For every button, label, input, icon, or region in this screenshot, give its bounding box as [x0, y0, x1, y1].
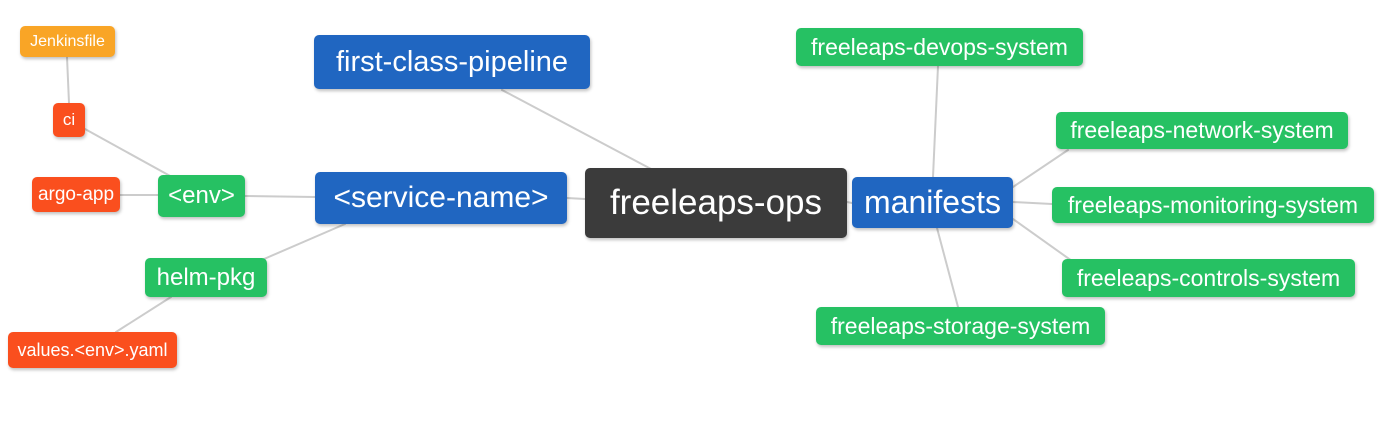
edge-ci-env	[84, 128, 173, 178]
node-jenkinsfile[interactable]: Jenkinsfile	[20, 26, 115, 57]
node-env[interactable]: <env>	[158, 175, 245, 217]
node-freeleaps-ops[interactable]: freeleaps-ops	[585, 168, 847, 238]
edge-jenkinsfile-ci	[66, 56, 70, 104]
node-first-class-pipeline[interactable]: first-class-pipeline	[314, 35, 590, 89]
edge-manifests-storage	[936, 227, 959, 308]
node-helm-pkg[interactable]: helm-pkg	[145, 258, 267, 297]
node-values-env-yaml[interactable]: values.<env>.yaml	[8, 332, 177, 368]
edge-pipeline-freeleaps-ops	[501, 89, 654, 171]
node-freeleaps-devops-system[interactable]: freeleaps-devops-system	[796, 28, 1083, 66]
edge-manifests-devops	[932, 65, 939, 178]
edge-service-name-freeleaps-ops	[566, 197, 586, 200]
edge-manifests-monitoring	[1012, 201, 1053, 205]
edge-env-service-name	[244, 195, 316, 198]
edge-helm-pkg-values	[115, 296, 172, 333]
node-freeleaps-network-system[interactable]: freeleaps-network-system	[1056, 112, 1348, 149]
node-freeleaps-controls-system[interactable]: freeleaps-controls-system	[1062, 259, 1355, 297]
node-argo-app[interactable]: argo-app	[32, 177, 120, 212]
edge-service-name-helm-pkg	[263, 223, 346, 260]
node-service-name[interactable]: <service-name>	[315, 172, 567, 224]
edge-manifests-controls	[1012, 218, 1073, 262]
node-freeleaps-storage-system[interactable]: freeleaps-storage-system	[816, 307, 1105, 345]
node-freeleaps-monitoring-system[interactable]: freeleaps-monitoring-system	[1052, 187, 1374, 223]
node-ci[interactable]: ci	[53, 103, 85, 137]
node-manifests[interactable]: manifests	[852, 177, 1013, 228]
edge-manifests-network	[1012, 149, 1069, 188]
